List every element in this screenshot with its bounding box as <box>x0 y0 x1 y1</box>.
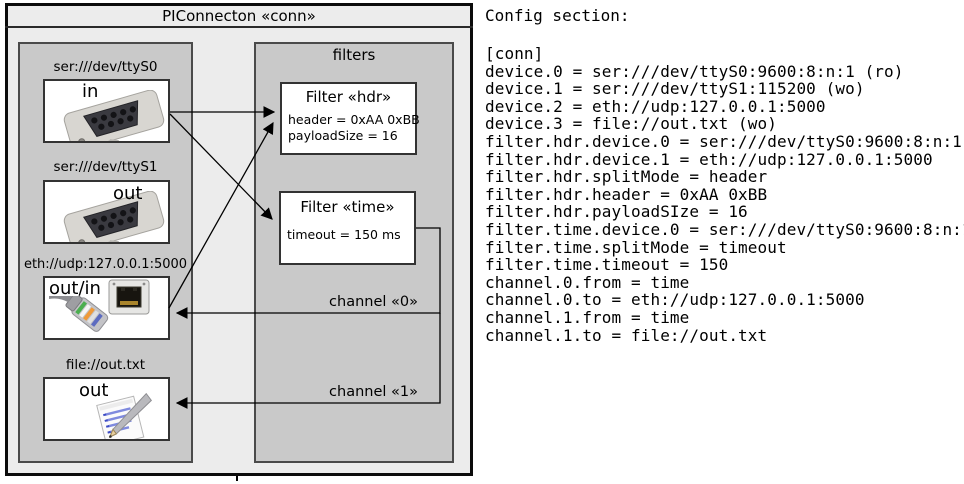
device-box-ttys1: out <box>43 180 170 244</box>
note-and-pencil-image <box>96 392 153 439</box>
filter-box-hdr: Filter «hdr» header = 0xAA 0xBB payloadS… <box>280 82 420 155</box>
ethernet-port-image <box>108 279 150 315</box>
filter-prop-payloadsize: payloadSize = 16 <box>288 128 398 143</box>
serial-connector-image <box>63 191 165 242</box>
device-box-ttys0: in <box>43 79 170 143</box>
device-mode-label: out <box>113 183 143 204</box>
device-uri-label-ttys1: ser:///dev/ttyS1 <box>53 159 158 175</box>
device-box-eth: out/in <box>43 276 170 340</box>
filter-title: Filter «hdr» <box>305 88 392 106</box>
filter-box-time: Filter «time» timeout = 150 ms <box>279 191 416 265</box>
device-uri-label-file: file://out.txt <box>65 357 146 373</box>
frame-bottom-tick <box>236 476 238 481</box>
device-mode-label: in <box>82 81 99 102</box>
config-section-heading: Config section: <box>485 6 630 25</box>
config-section-body: [conn] device.0 = ser:///dev/ttyS0:9600:… <box>485 44 964 345</box>
connection-title: PIConnecton «conn» <box>5 6 473 28</box>
filter-prop-timeout: timeout = 150 ms <box>287 227 401 242</box>
device-uri-label-ttys0: ser:///dev/ttyS0 <box>53 59 158 75</box>
ethernet-plug-image <box>49 296 109 332</box>
filters-panel-title: filters <box>332 46 376 64</box>
filter-prop-header: header = 0xAA 0xBB <box>288 112 420 127</box>
serial-connector-image <box>63 90 165 141</box>
device-uri-label-eth: eth://udp:127.0.0.1:5000 <box>23 257 188 272</box>
device-box-file: out <box>43 377 170 441</box>
device-mode-label: out/in <box>49 278 101 299</box>
channel-0-label: channel «0» <box>329 294 418 310</box>
filter-title: Filter «time» <box>300 198 395 216</box>
channel-1-label: channel «1» <box>329 384 418 400</box>
device-mode-label: out <box>79 380 109 401</box>
